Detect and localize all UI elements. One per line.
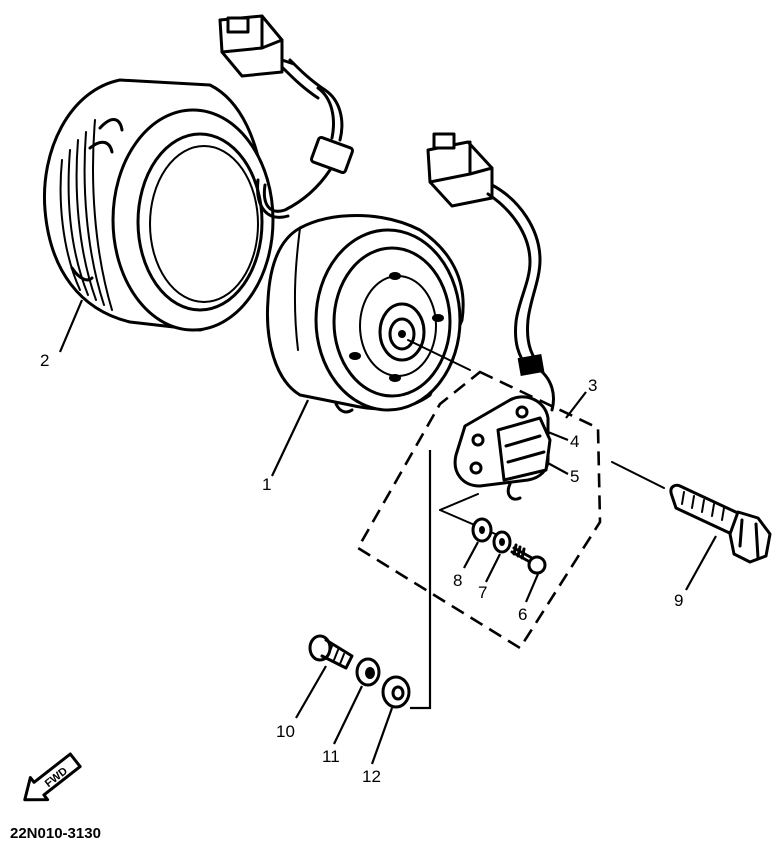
callout-3: 3 — [588, 376, 597, 395]
callout-6: 6 — [518, 605, 527, 624]
pickup-wire-harness — [426, 132, 555, 412]
callout-1: 1 — [262, 475, 271, 494]
part-6-screw — [510, 543, 547, 575]
leader-4 — [547, 430, 569, 442]
leader-11 — [333, 685, 363, 745]
callout-5: 5 — [570, 467, 579, 486]
callout-8: 8 — [453, 571, 462, 590]
callout-4: 4 — [570, 432, 579, 451]
diagram-code: 22N010-3130 — [10, 825, 101, 842]
leader-10-12 — [410, 450, 432, 710]
callout-12: 12 — [362, 767, 381, 786]
leader-10 — [295, 665, 327, 719]
callout-9: 9 — [674, 591, 683, 610]
callout-10: 10 — [276, 722, 295, 741]
callout-7: 7 — [478, 583, 487, 602]
pickup-connector-icon — [426, 132, 494, 208]
leader-8 — [463, 541, 479, 569]
leader-5 — [545, 461, 569, 475]
leader-1 — [271, 399, 309, 477]
callout-2: 2 — [40, 351, 49, 370]
part-10-bolt — [308, 634, 354, 670]
rotor-flywheel — [266, 214, 471, 414]
leader-12 — [370, 707, 394, 765]
part-7-lock-washer — [492, 530, 512, 554]
pickup-coil-assembly — [356, 370, 602, 650]
leader-9 — [685, 535, 717, 591]
leader-3 — [565, 391, 587, 419]
leader-6 — [524, 573, 540, 603]
callout-11: 11 — [322, 747, 340, 766]
part-9-bolt — [611, 461, 772, 564]
part-12-washer — [381, 675, 411, 709]
stator-connector-icon — [218, 14, 296, 78]
stator-coil-assembly — [42, 14, 355, 332]
part-11-washer — [355, 657, 381, 687]
leader-7 — [485, 553, 501, 583]
fwd-arrow-icon: FWD — [23, 752, 82, 802]
part-8-washer — [471, 517, 493, 543]
leader-2 — [58, 299, 84, 353]
